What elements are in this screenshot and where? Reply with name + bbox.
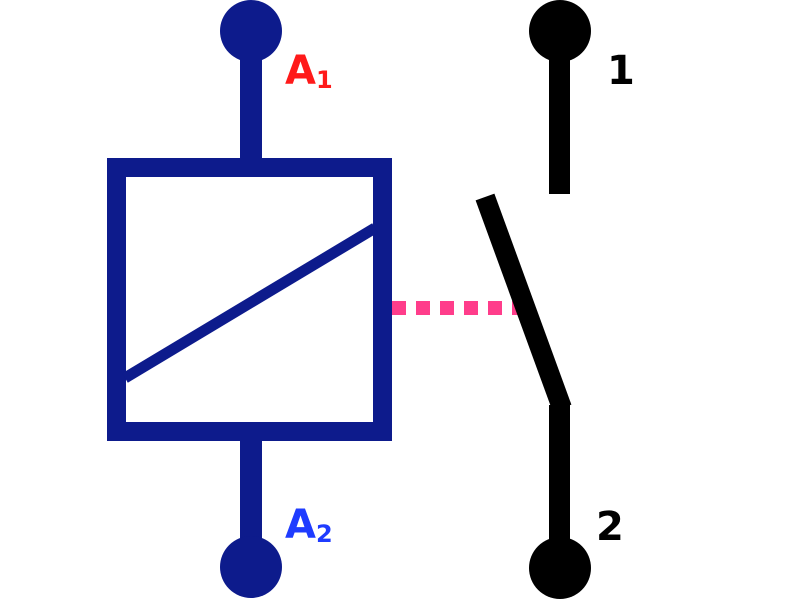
label-contact-2: 2: [596, 504, 624, 550]
terminal-a2-dot: [220, 536, 282, 598]
lead-a1: [240, 40, 262, 165]
normally-open-contact-icon: [475, 0, 591, 599]
coil-box: [107, 158, 392, 441]
terminal-2-dot: [529, 537, 591, 599]
terminal-1-dot: [529, 0, 591, 62]
switch-blade: [475, 193, 572, 412]
coil-diagonal: [122, 223, 378, 383]
label-a1-subscript: 1: [316, 66, 333, 94]
label-a1-letter: A: [285, 48, 316, 94]
label-contact-1: 1: [607, 48, 635, 94]
relay-coil-icon: [107, 0, 392, 598]
contact-1-lead: [549, 40, 570, 194]
lead-a2: [240, 438, 262, 548]
label-a2: A2: [285, 502, 333, 548]
label-a1: A1: [285, 48, 333, 94]
terminal-a1-dot: [220, 0, 282, 62]
label-a2-subscript: 2: [316, 520, 333, 548]
contact-2-lead: [549, 405, 570, 550]
label-a2-letter: A: [285, 502, 316, 548]
